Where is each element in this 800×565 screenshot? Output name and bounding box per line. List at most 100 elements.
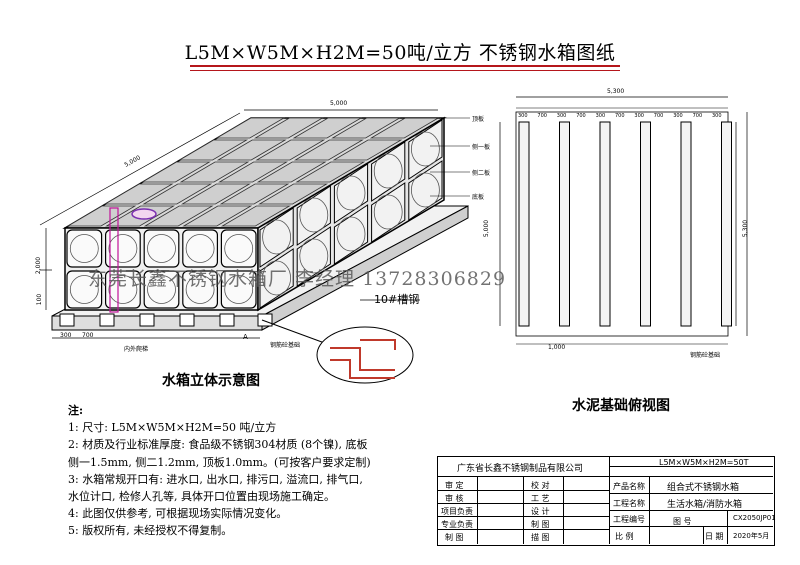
top-panel [178, 139, 249, 161]
tb-row-label: 描 图 [531, 533, 550, 542]
top-panel [215, 117, 286, 139]
panel-dome [262, 260, 292, 296]
drawing-no-value: CX2050JP01 [733, 514, 776, 522]
plan-column-width-label: 700 [615, 113, 625, 119]
channel-steel-section [330, 339, 396, 379]
tb-row-label: 校 对 [531, 481, 550, 490]
front-panel [143, 270, 180, 309]
project-value: 生活水箱/消防水箱 [667, 500, 743, 510]
top-panel [182, 205, 253, 227]
panel-dome [336, 216, 366, 252]
plan-dim-length-label: 5,000 [483, 219, 491, 238]
front-panel [182, 229, 219, 268]
plan-column-width-label: 300 [556, 113, 567, 119]
channel-steel-feet [59, 313, 273, 327]
note-line: 1: 尺寸: L5M×W5M×H2M=50 吨/立方 [68, 421, 277, 435]
panel-dome [185, 234, 215, 263]
top-panel [292, 117, 363, 139]
top-panel [293, 139, 364, 161]
dim-length-label: 5,000 [330, 100, 348, 107]
drawing-title: L5M×W5M×H2M=50吨/立方 不锈钢水箱图纸 [184, 42, 616, 64]
label-top-plate: 顶板 [472, 116, 485, 123]
top-panel [180, 183, 251, 205]
top-panel [256, 161, 327, 183]
tb-row-label: 审 核 [445, 494, 464, 503]
front-panel [182, 270, 219, 309]
notes-heading: 注: [68, 404, 84, 417]
note-line: 水位计口, 检修人孔等, 具体开口位置由现场施工确定。 [68, 490, 335, 504]
channel-detail-cloud [316, 326, 414, 384]
foundation-strip [518, 121, 530, 327]
top-panel [332, 139, 403, 161]
top-panel [103, 183, 174, 205]
tb-row-label: 制 图 [531, 520, 550, 529]
panel-dome [69, 234, 99, 263]
panel-dome [262, 219, 292, 255]
panel-dome [373, 153, 403, 189]
channel-foot [257, 313, 273, 327]
title-underline [190, 65, 620, 67]
manhole [131, 208, 157, 220]
label-foundation-iso: 钢筋砼基础 [270, 342, 301, 349]
drawing-no-label: 工程编号 [613, 515, 645, 524]
top-panel-grid [66, 117, 440, 227]
front-panel [104, 270, 141, 309]
top-panel [219, 183, 290, 205]
front-panel [220, 270, 257, 309]
ladder [109, 207, 119, 313]
dim-spacing-mid-label: 700 [82, 332, 94, 339]
front-panel [66, 229, 103, 268]
label-bottom-plate: 底板 [472, 194, 485, 201]
plan-dim-length-outer-label: 5,300 [742, 219, 750, 238]
plan-dim-total-label: 5,300 [607, 88, 625, 95]
top-panel [331, 117, 402, 139]
scale-label: 比 例 [615, 532, 634, 541]
top-panel [218, 161, 289, 183]
channel-foot [219, 313, 235, 327]
iso-view-caption: 水箱立体示意图 [162, 373, 260, 389]
product-label: 产品名称 [613, 482, 645, 491]
panel-dome [147, 234, 176, 263]
top-panel [143, 205, 214, 227]
dim-height-label: 2,000 [35, 256, 43, 275]
plan-dim-bottom-label: 1,000 [548, 344, 566, 351]
front-panel [104, 229, 141, 268]
note-line: 侧一1.5mm, 侧二1.2mm, 顶板1.0mm。(可按客户要求定制) [68, 455, 371, 469]
panel-dome [336, 175, 366, 211]
channel-foot [139, 313, 155, 327]
top-panel [220, 205, 291, 227]
tb-row-label: 审 定 [445, 481, 464, 490]
front-panel [143, 229, 180, 268]
plan-column-width-label: 700 [537, 113, 547, 119]
dim-base-label: 100 [36, 293, 44, 306]
label-side-plate-2: 侧二板 [472, 170, 491, 177]
tb-row-label: 设 计 [531, 507, 550, 516]
plan-outline [515, 111, 729, 337]
note-line: 4: 此图仅供参考, 可根据现场实际情况变化。 [68, 507, 288, 521]
dim-line-width [39, 112, 241, 226]
product-value: 组合式不锈钢水箱 [667, 483, 740, 493]
top-panel [142, 183, 213, 205]
note-line: 2: 材质及行业标准厚度: 食品级不锈钢304材质 (8个镍), 底板 [68, 438, 368, 452]
front-panel [220, 229, 257, 268]
panel-dome [69, 275, 99, 304]
panel-dome [147, 275, 176, 304]
note-line: 5: 版权所有, 未经授权不得复制。 [68, 524, 233, 538]
tb-row-label: 制 图 [445, 533, 464, 542]
panel-dome [108, 234, 138, 263]
spec-text: L5M×W5M×H2M=50T [659, 458, 749, 467]
panel-dome [299, 197, 329, 233]
front-panel-grid [66, 229, 257, 309]
plan-column-width-label: 300 [518, 113, 528, 119]
panel-dome [410, 131, 440, 167]
date-value: 2020年5月 [733, 532, 770, 540]
top-panel [140, 161, 211, 183]
plan-column-width-label: 700 [576, 113, 586, 119]
panel-dome [410, 172, 440, 208]
plan-view-drawing [499, 96, 748, 345]
tb-row-label: 项目负责 [441, 507, 473, 516]
front-panel [66, 270, 103, 309]
plan-column-width-label: 300 [673, 113, 683, 119]
side-panel-grid [259, 119, 443, 309]
top-panel [253, 117, 324, 139]
